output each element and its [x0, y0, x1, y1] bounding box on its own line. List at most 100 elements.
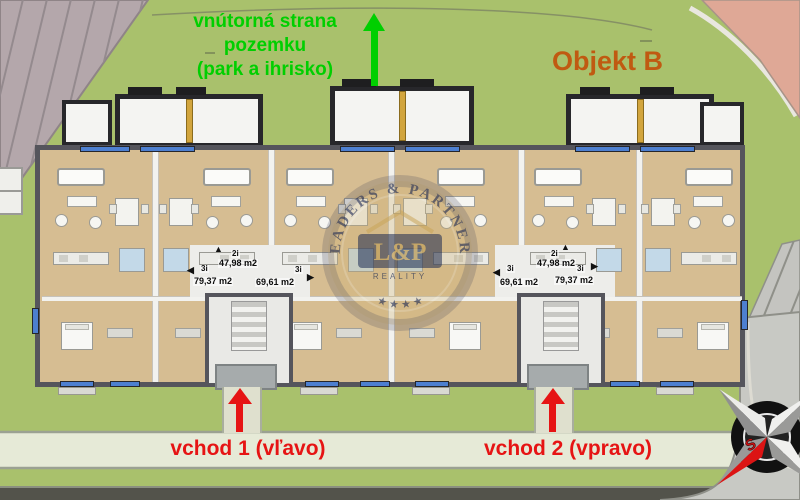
- kbox-furniture: [308, 255, 317, 262]
- window-sill: [656, 387, 694, 395]
- window: [110, 381, 140, 387]
- ward-furniture: [657, 328, 683, 338]
- apartment-arrow-right-icon: ▶: [591, 261, 598, 271]
- coffee-furniture: [544, 196, 574, 207]
- apartment-type: 3i: [576, 264, 585, 274]
- window: [575, 146, 630, 152]
- coffee-furniture: [211, 196, 241, 207]
- plot-boundary-line: [151, 7, 653, 31]
- chair-furniture: [722, 214, 735, 227]
- road-top-right: [700, 0, 800, 120]
- road-bottom-strip: [0, 487, 740, 500]
- window: [305, 381, 339, 387]
- window: [80, 146, 130, 152]
- chair-furniture: [89, 216, 102, 229]
- roof-panel: [400, 79, 434, 87]
- dchair-furniture: [141, 204, 149, 214]
- entrance-2-label: vchod 2 (vpravo): [483, 437, 653, 460]
- sofa-furniture: [437, 168, 485, 186]
- kbox-furniture: [702, 255, 711, 262]
- coffee-furniture: [296, 196, 326, 207]
- kbox-furniture: [454, 255, 463, 262]
- chair-furniture: [206, 216, 219, 229]
- dining-furniture: [344, 198, 368, 226]
- leaders-partners-watermark: LEADERS & PARTNERS L&P REALITY ★ ★ ★ ★: [315, 168, 478, 331]
- entrance-1-arrow-shaft: [236, 402, 243, 432]
- apartment-area: 69,61 m2: [255, 277, 296, 288]
- apartment-type: 3i: [506, 264, 515, 274]
- roof-panel: [640, 87, 674, 95]
- interior-wall: [42, 296, 742, 301]
- window: [741, 300, 748, 330]
- coffee-furniture: [67, 196, 97, 207]
- roof-panel: [342, 79, 376, 87]
- window-sill: [412, 387, 450, 395]
- dchair-furniture: [338, 204, 346, 214]
- inner-side-note-line3: (park a ihrisko): [196, 59, 334, 80]
- kbox-furniture: [556, 255, 565, 262]
- house-roof-icon: [365, 209, 435, 234]
- main-path: [0, 431, 736, 469]
- pillow-furniture: [65, 324, 89, 330]
- dchair-furniture: [425, 204, 433, 214]
- road-top-right-white-edge: [688, 5, 799, 118]
- watermark-monogram: L&P: [374, 239, 427, 266]
- apartment-area: 69,61 m2: [499, 277, 540, 288]
- window: [610, 381, 640, 387]
- interior-wall: [636, 150, 643, 382]
- window: [60, 381, 94, 387]
- window-sill: [58, 387, 96, 395]
- dchair-furniture: [618, 204, 626, 214]
- inner-side-note: vnútorná strana pozemku (park a ihrisko): [150, 10, 380, 82]
- entrance-2-arrow-shaft: [549, 402, 556, 432]
- apartment-areas-left: ▲ 2i 47,98 m2 ◀ 3i 79,37 m2 3i ▶ 69,61 m…: [187, 244, 314, 295]
- kbox-furniture: [474, 255, 483, 262]
- dining-furniture: [592, 198, 616, 226]
- dining-furniture: [115, 198, 139, 226]
- watermark-stars: ★ ★ ★ ★: [375, 295, 424, 312]
- apartment-areas-right: ▲ 2i 47,98 m2 ◀ 3i 69,61 m2 3i ▶ 79,37 m…: [493, 242, 616, 295]
- apartment-area: 47,98 m2: [536, 258, 577, 269]
- stairs-icon: [543, 301, 579, 351]
- roof-panel: [176, 87, 206, 95]
- balcony-group-a: [115, 94, 263, 148]
- chair-furniture: [284, 214, 297, 227]
- sofa-furniture: [57, 168, 105, 186]
- apartment-type: 3i: [294, 265, 303, 275]
- apartment-type: 2i: [550, 249, 559, 259]
- apartment-type: 3i: [200, 264, 209, 274]
- interior-wall: [152, 150, 159, 382]
- chair-furniture: [474, 214, 487, 227]
- dchair-furniture: [641, 204, 649, 214]
- stairs-icon: [231, 301, 267, 351]
- dchair-furniture: [159, 204, 167, 214]
- window: [660, 381, 694, 387]
- roof-panel: [580, 87, 610, 95]
- apartment-arrow-up-icon: ▲: [214, 244, 223, 254]
- kbox-furniture: [240, 255, 249, 262]
- balcony-end-left: [62, 100, 112, 146]
- window: [360, 381, 390, 387]
- sofa-furniture: [286, 168, 334, 186]
- pillow-furniture: [701, 324, 725, 330]
- coffee-furniture: [445, 196, 475, 207]
- kbox-furniture: [79, 255, 88, 262]
- chair-furniture: [532, 214, 545, 227]
- object-title: Objekt B: [552, 46, 664, 76]
- dchair-furniture: [191, 204, 199, 214]
- kbox-furniture: [722, 255, 731, 262]
- roof-panel: [128, 87, 162, 95]
- chair-furniture: [566, 216, 579, 229]
- ward-furniture: [336, 328, 362, 338]
- apartment-arrow-right-icon: ▶: [307, 272, 314, 282]
- balcony-end-right: [700, 102, 744, 146]
- window: [340, 146, 395, 152]
- sofa-furniture: [534, 168, 582, 186]
- apartment-area: 79,37 m2: [193, 276, 234, 287]
- window: [140, 146, 195, 152]
- ward-furniture: [409, 328, 435, 338]
- coffee-furniture: [693, 196, 723, 207]
- apartment-arrow-left-icon: ◀: [493, 267, 500, 277]
- entrance-1-label: vchod 1 (vľavo): [170, 437, 326, 460]
